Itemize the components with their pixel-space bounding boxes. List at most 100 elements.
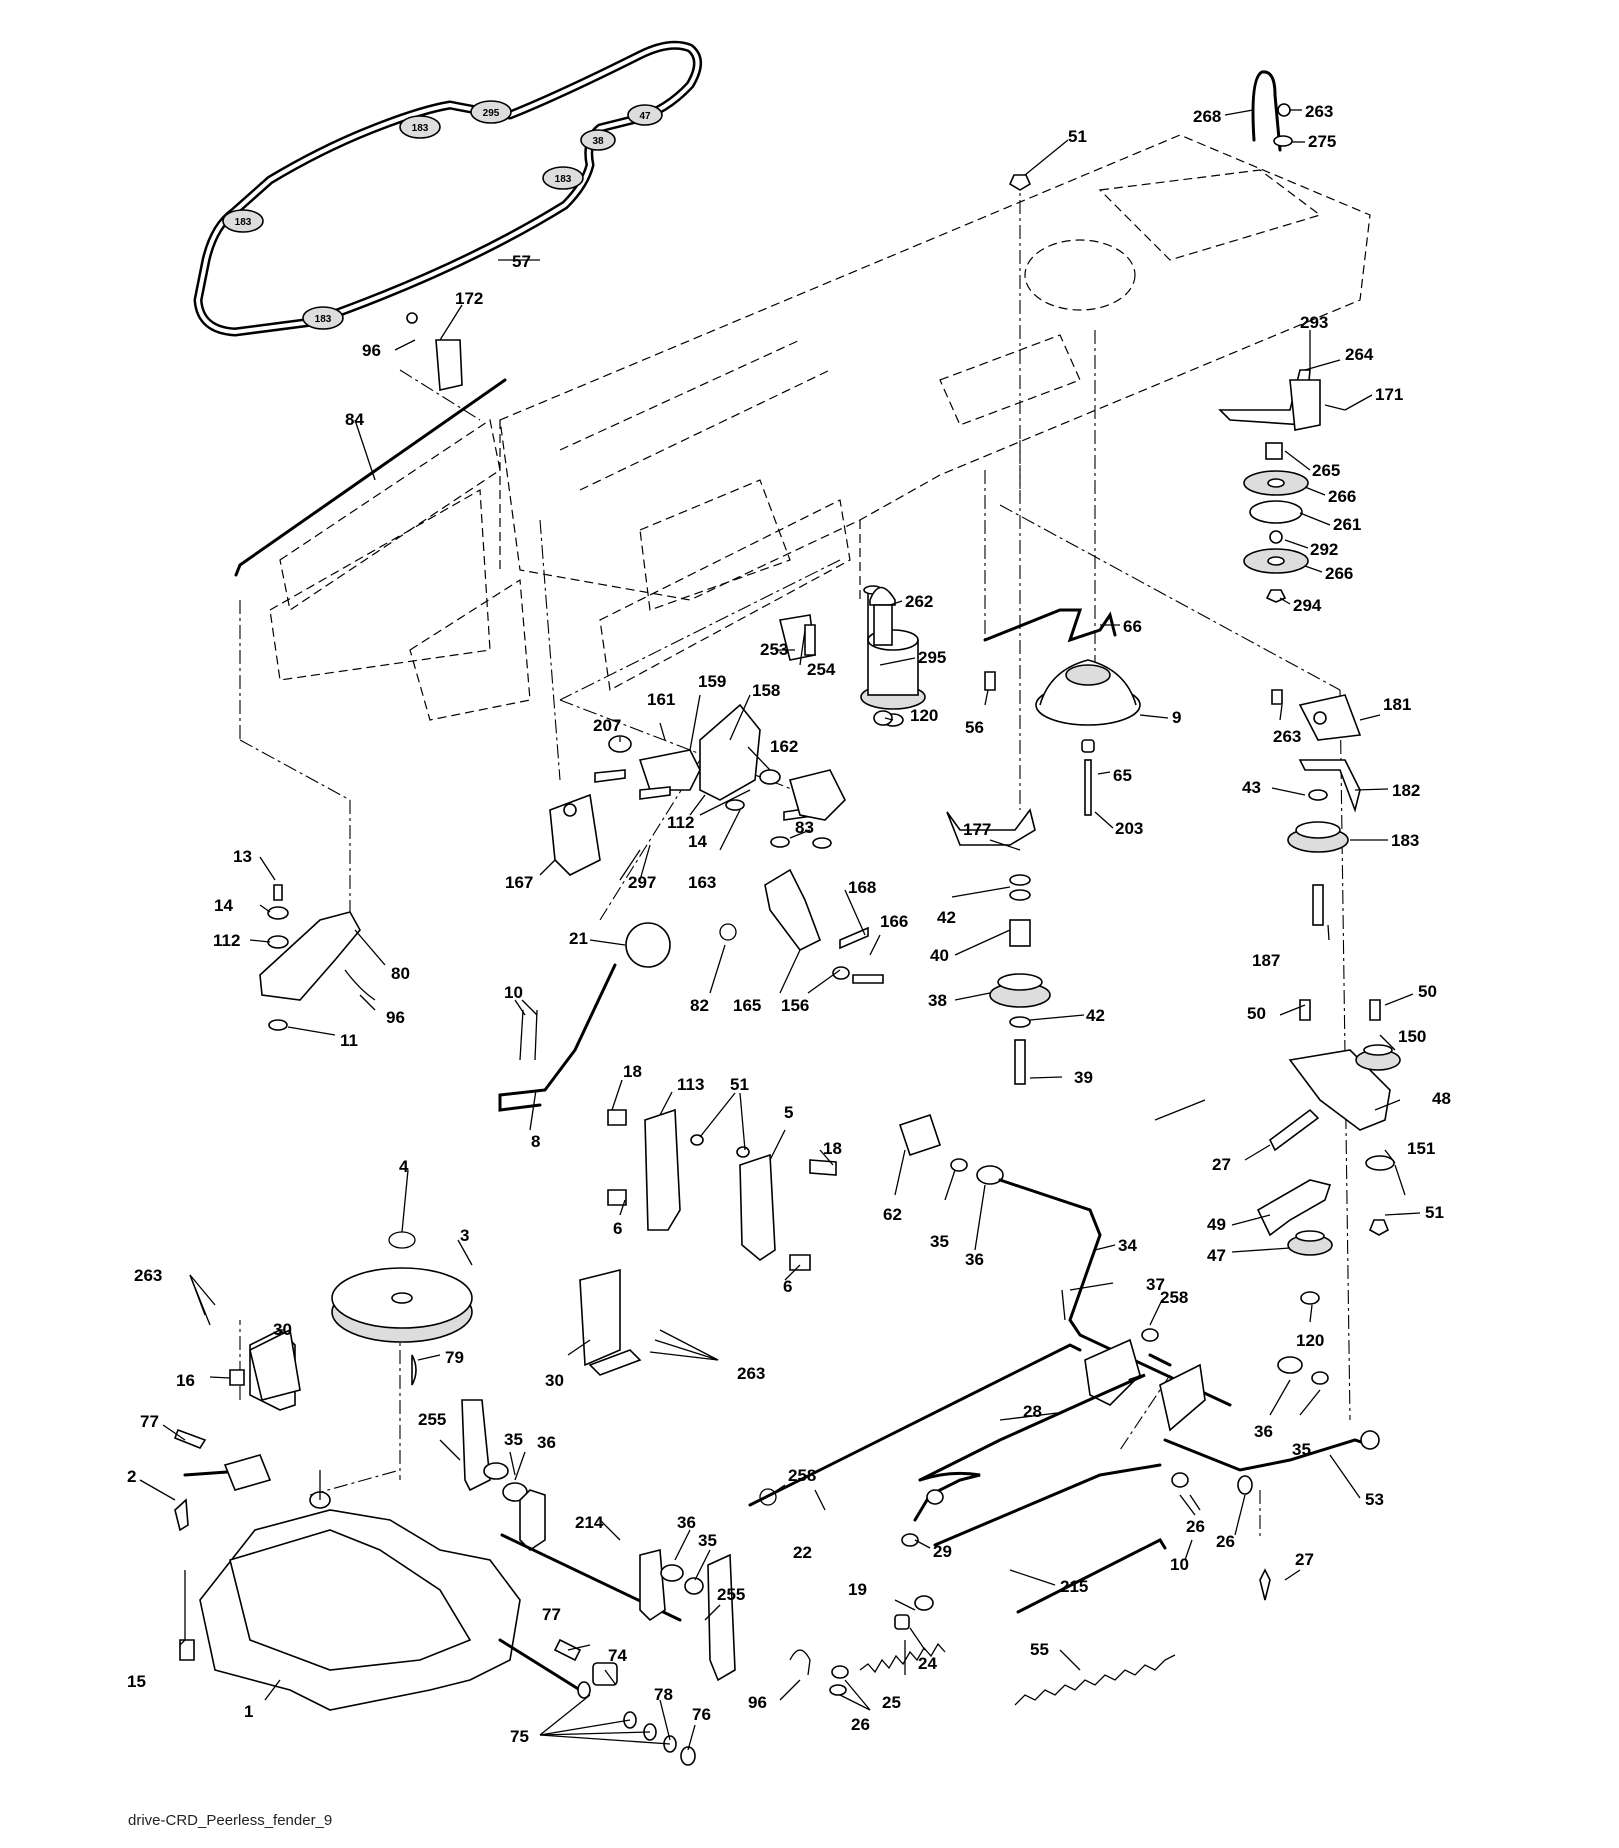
label-215: 215 (1060, 1577, 1088, 1596)
clutch-rod-84 (234, 312, 507, 577)
label-203: 203 (1115, 819, 1143, 838)
label-80: 80 (391, 964, 410, 983)
belt-badge: 183 (399, 115, 441, 139)
label-266: 266 (1325, 564, 1353, 583)
label-29: 29 (933, 1542, 952, 1561)
label-113: 113 (677, 1075, 704, 1094)
label-48: 48 (1432, 1089, 1451, 1108)
belt-badge: 183 (222, 209, 264, 233)
label-36: 36 (965, 1250, 984, 1269)
label-11: 11 (340, 1031, 358, 1050)
label-47: 47 (1207, 1246, 1226, 1265)
label-76: 76 (692, 1705, 711, 1724)
center-pulley-3 (249, 1231, 473, 1401)
label-253: 253 (760, 640, 788, 659)
label-28: 28 (1023, 1402, 1042, 1421)
label-2: 2 (127, 1467, 136, 1486)
label-182: 182 (1392, 781, 1420, 800)
label-266: 266 (1328, 487, 1356, 506)
label-275: 275 (1308, 132, 1336, 151)
label-18: 18 (623, 1062, 642, 1081)
label-26: 26 (1216, 1532, 1235, 1551)
label-19: 19 (848, 1580, 867, 1599)
label-35: 35 (1292, 1440, 1311, 1459)
label-165: 165 (733, 996, 761, 1015)
axle-214-brackets (461, 1399, 736, 1682)
center-pulley-9 (860, 585, 1141, 816)
label-5: 5 (784, 1103, 793, 1122)
label-25: 25 (882, 1693, 901, 1712)
label-297: 297 (628, 873, 656, 892)
label-35: 35 (698, 1531, 717, 1550)
label-263: 263 (1273, 727, 1301, 746)
drive-belt (193, 40, 702, 337)
label-13: 13 (233, 847, 252, 866)
lower-spring-and-clutch (789, 1489, 1176, 1706)
label-162: 162 (770, 737, 798, 756)
svg-text:183: 183 (235, 217, 252, 228)
part-labels: 268 263 275 51 57 172 96 84 293 264 171 … (127, 102, 1451, 1746)
label-9: 9 (1172, 708, 1181, 727)
belt-pulley-badges: 183 295 47 38 183 183 183 (222, 100, 663, 330)
label-156: 156 (781, 996, 809, 1015)
label-30: 30 (545, 1371, 564, 1390)
label-293: 293 (1300, 313, 1328, 332)
label-161: 161 (647, 690, 675, 709)
label-36: 36 (1254, 1422, 1273, 1441)
label-65: 65 (1113, 766, 1132, 785)
label-207: 207 (593, 716, 621, 735)
phantom-lines (239, 175, 1351, 1540)
label-150: 150 (1398, 1027, 1426, 1046)
label-263: 263 (134, 1266, 162, 1285)
center-pulley-295 (869, 586, 896, 726)
label-177: 177 (963, 820, 991, 839)
label-78: 78 (654, 1685, 673, 1704)
label-171: 171 (1375, 385, 1403, 404)
label-36: 36 (677, 1513, 696, 1532)
label-265: 265 (1312, 461, 1340, 480)
label-187: 187 (1252, 951, 1280, 970)
bracket-80-lever (259, 884, 376, 1031)
label-77: 77 (140, 1412, 159, 1431)
label-27: 27 (1212, 1155, 1231, 1174)
label-159: 159 (698, 672, 726, 691)
idler-arm-assembly-right (1218, 70, 1346, 603)
label-27: 27 (1295, 1550, 1314, 1569)
label-18: 18 (823, 1139, 842, 1158)
label-55: 55 (1030, 1640, 1049, 1659)
label-79: 79 (445, 1348, 464, 1367)
label-263: 263 (737, 1364, 765, 1383)
label-264: 264 (1345, 345, 1374, 364)
label-112: 112 (667, 813, 694, 832)
label-6: 6 (783, 1277, 792, 1296)
label-26: 26 (851, 1715, 870, 1734)
svg-text:183: 183 (315, 314, 332, 325)
label-36: 36 (537, 1433, 556, 1452)
label-84: 84 (345, 410, 364, 429)
label-37: 37 (1146, 1275, 1165, 1294)
label-75: 75 (510, 1727, 529, 1746)
label-57: 57 (512, 252, 531, 271)
label-38: 38 (928, 991, 947, 1010)
belt-badge: 183 (302, 306, 344, 330)
label-172: 172 (455, 289, 483, 308)
label-43: 43 (1242, 778, 1261, 797)
spring-55 (1014, 1654, 1176, 1706)
label-6: 6 (613, 1219, 622, 1238)
label-50: 50 (1247, 1004, 1266, 1023)
label-21: 21 (569, 929, 588, 948)
label-294: 294 (1293, 596, 1322, 615)
lift-handle-8 (498, 922, 671, 1112)
label-158: 158 (752, 681, 780, 700)
label-51: 51 (730, 1075, 749, 1094)
label-295: 295 (918, 648, 946, 667)
belt-badge: 183 (542, 166, 584, 190)
washers-75 (577, 1662, 696, 1766)
label-51: 51 (1068, 127, 1087, 146)
label-112: 112 (213, 931, 240, 950)
label-167: 167 (505, 873, 533, 892)
belt-badge: 295 (470, 100, 512, 124)
label-56: 56 (965, 718, 984, 737)
label-163: 163 (688, 873, 716, 892)
